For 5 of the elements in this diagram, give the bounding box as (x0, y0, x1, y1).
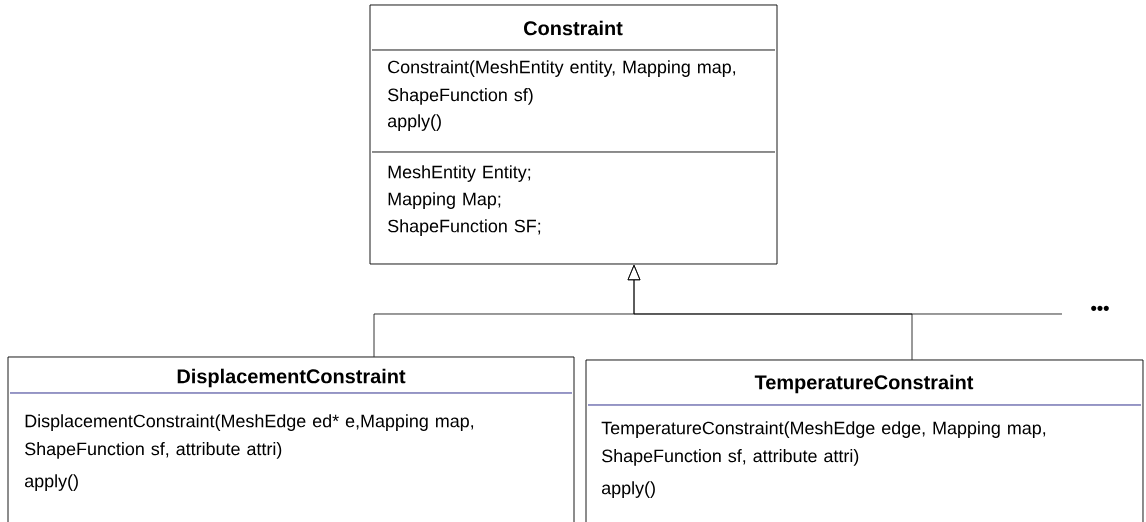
inheritance-arrow (627, 264, 913, 361)
class-box: Constraint Constraint(MeshEntity entity, Mapping map, ShapeFunction sf) apply() MeshEntity Entity; Mapping Map; ShapeFunction SF; (369, 4, 778, 265)
class-box: DisplacementConstraint DisplacementConstraint(MeshEdge ed* e,Mapping map, ShapeFunction sf, attribute attri) apply() (7, 356, 575, 522)
ellipsis: ••• (1091, 305, 1109, 311)
class-box: TemperatureConstraint TemperatureConstraint(MeshEdge edge, Mapping map, ShapeFunction sf, attribute attri) apply() (585, 359, 1144, 522)
